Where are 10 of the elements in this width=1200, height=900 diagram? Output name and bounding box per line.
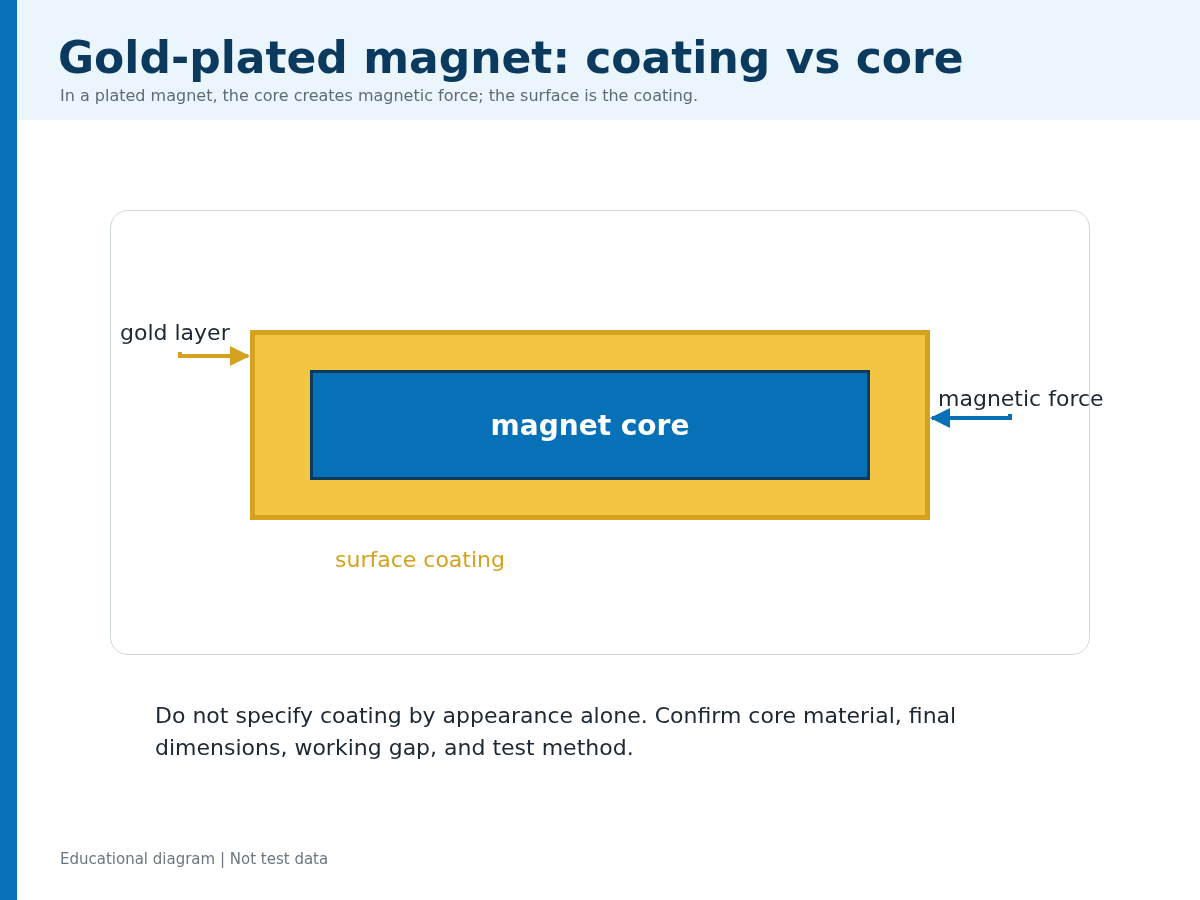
arrow (178, 346, 250, 366)
subtitle: In a plated magnet, the core creates magnetic force; the surface is the coating. (60, 86, 699, 105)
note-text: Do not specify coating by appearance alone. Confirm core material, final dimensions, working gap, and test method. (155, 702, 958, 762)
core-box: magnet core (310, 370, 870, 480)
callout-label: magnetic force (938, 384, 1128, 414)
callout-label: gold layer (120, 318, 245, 352)
title: Gold-plated magnet: coating vs core (58, 31, 964, 85)
footer-text: Educational diagram | Not test data (60, 850, 329, 868)
layer-caption: surface coating (335, 547, 505, 572)
arrow (930, 408, 1012, 428)
